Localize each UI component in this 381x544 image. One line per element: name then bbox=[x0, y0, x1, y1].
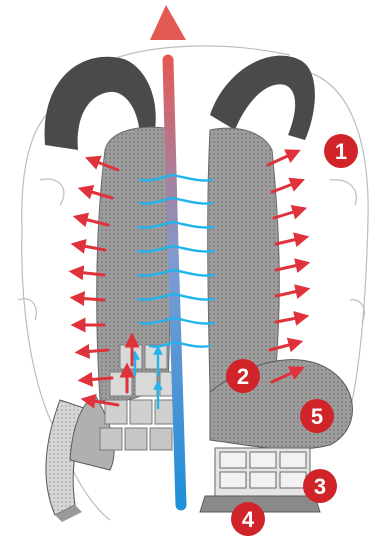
callout-label-5: 5 bbox=[311, 404, 323, 429]
callout-label-2: 2 bbox=[237, 364, 249, 389]
callout-label-4: 4 bbox=[242, 507, 255, 532]
arrow-up-icon bbox=[150, 5, 186, 40]
callout-badge-5: 5 bbox=[300, 399, 334, 433]
callout-label-1: 1 bbox=[335, 139, 347, 164]
right-shoulder-strap bbox=[210, 56, 315, 140]
callout-badge-4: 4 bbox=[231, 502, 265, 536]
callout-badge-1: 1 bbox=[324, 134, 358, 168]
callout-badge-2: 2 bbox=[226, 359, 260, 393]
foam-detail-block bbox=[215, 448, 310, 496]
callout-label-3: 3 bbox=[314, 474, 326, 499]
right-back-panel bbox=[208, 128, 280, 393]
callout-badge-3: 3 bbox=[303, 469, 337, 503]
